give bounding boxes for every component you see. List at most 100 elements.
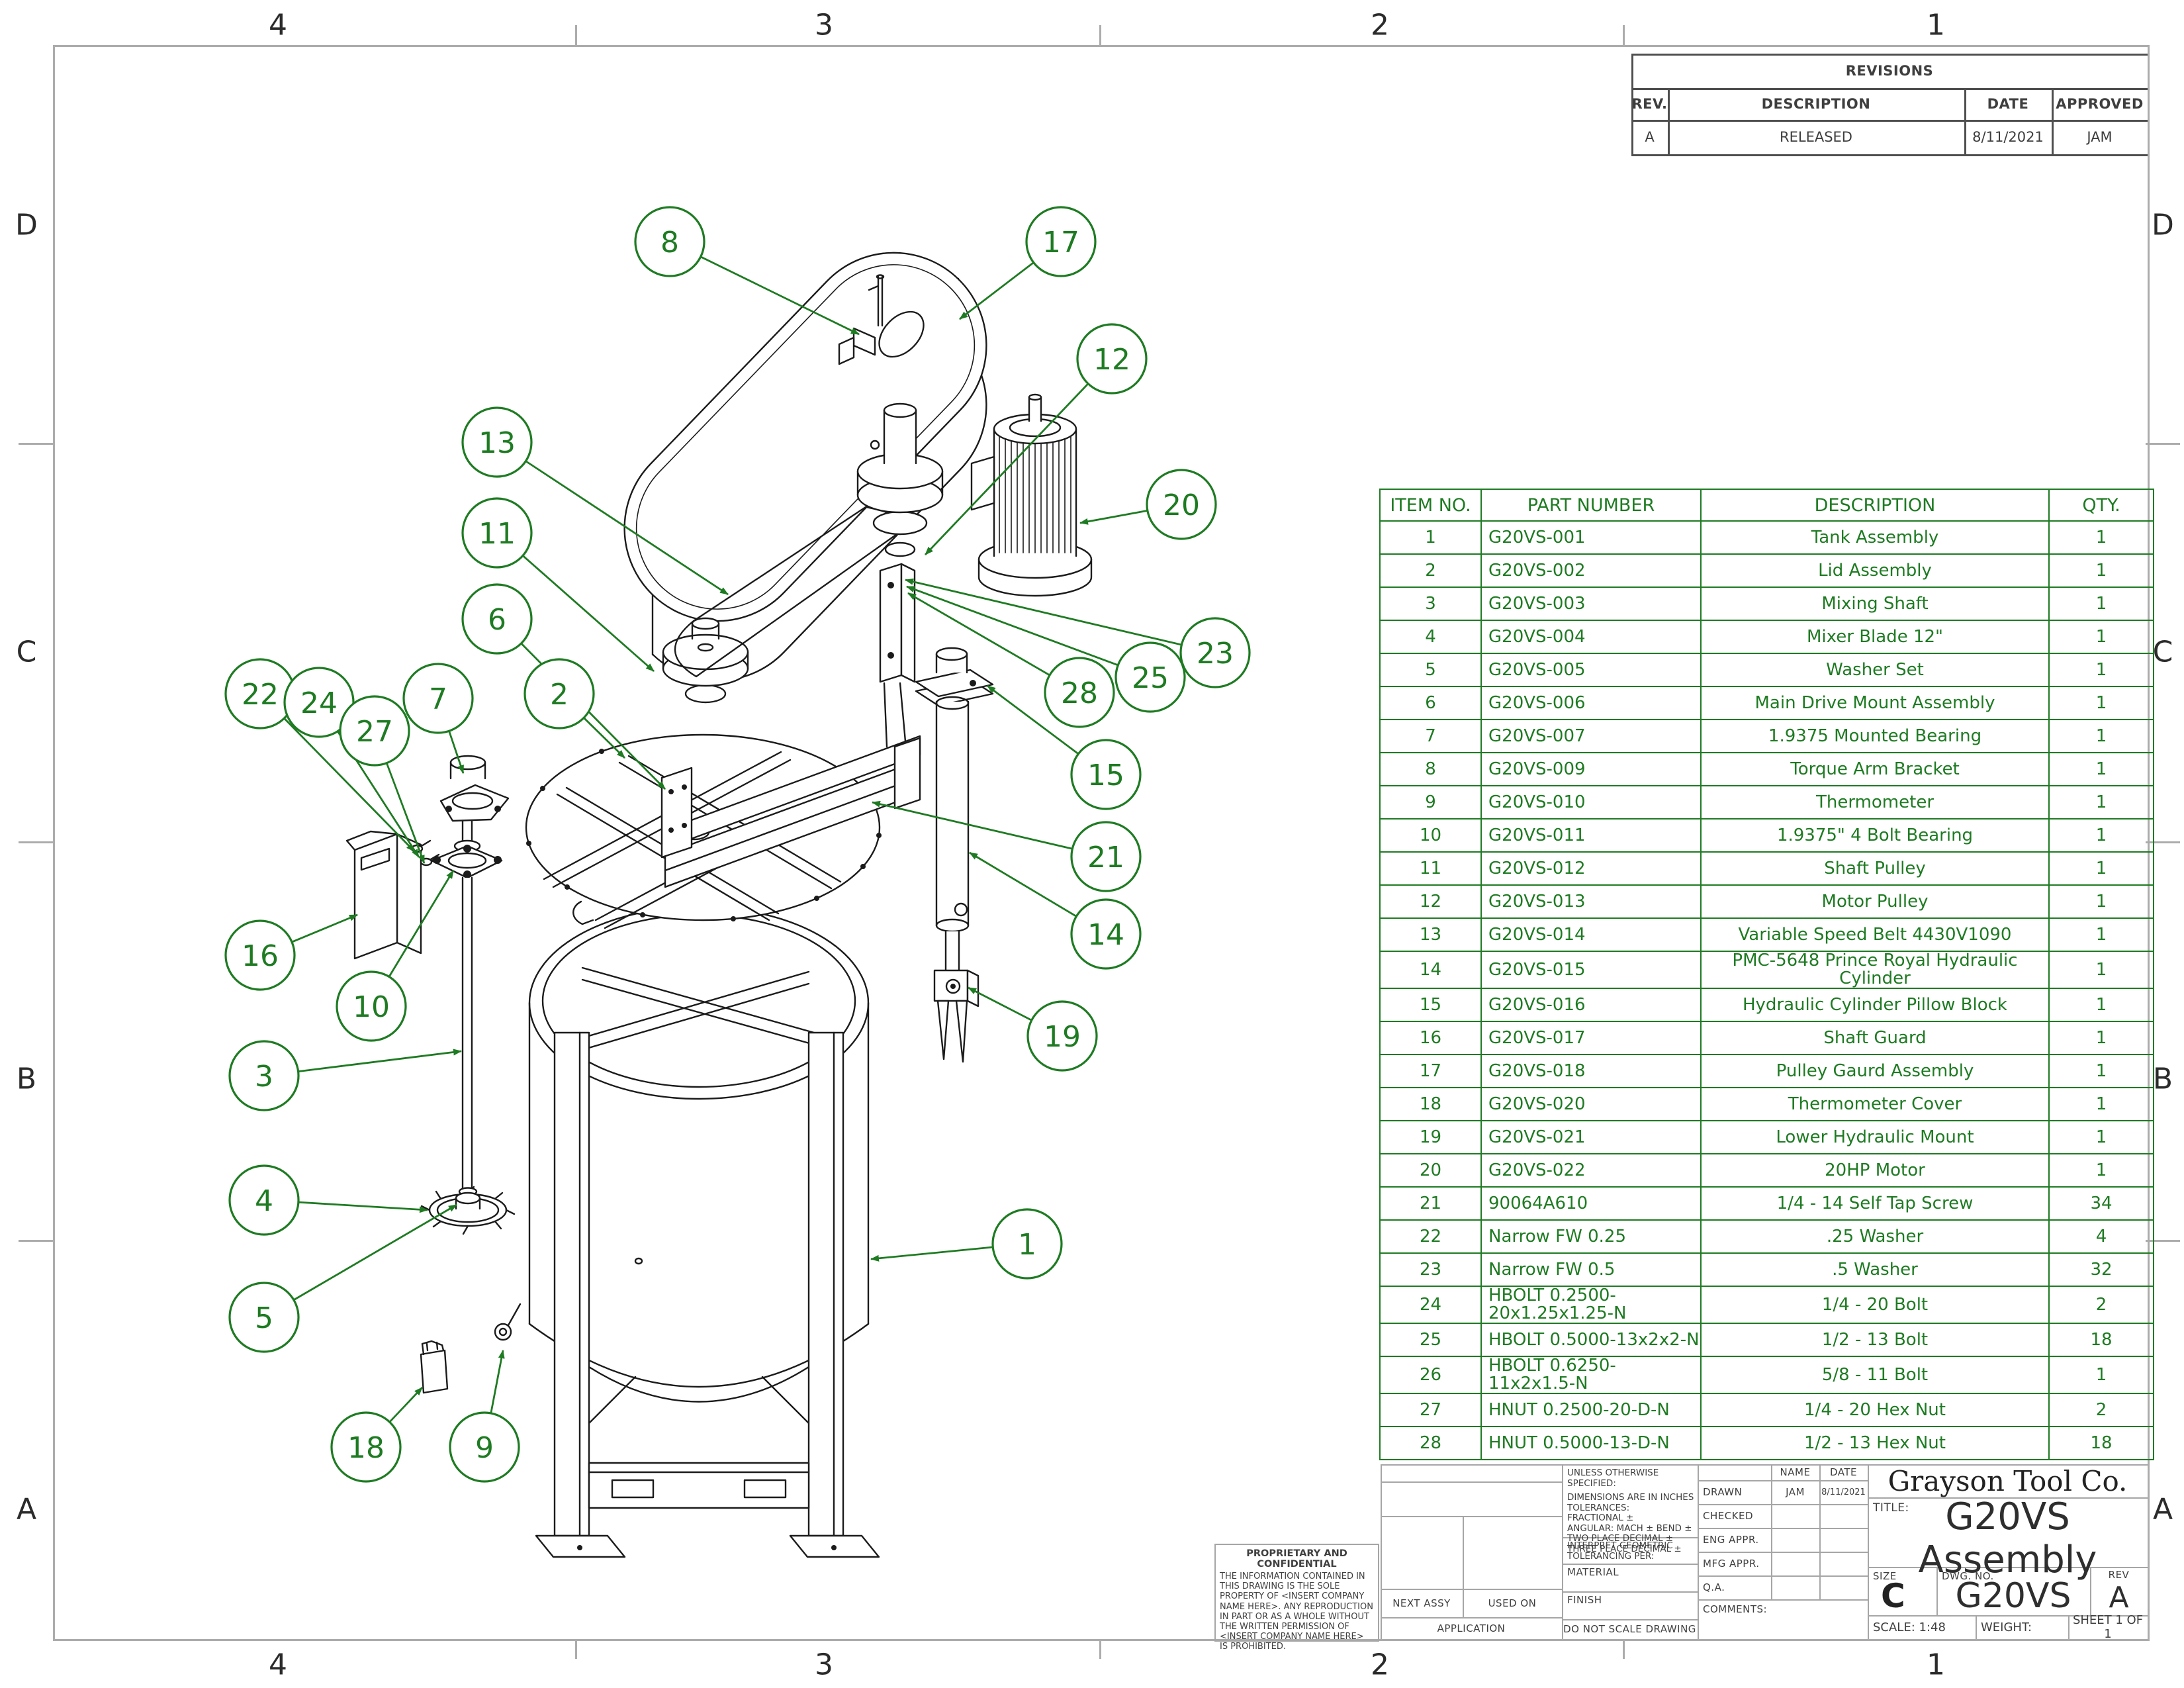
bom-item: 10 — [1379, 818, 1482, 853]
bom-qty: 1 — [2048, 951, 2154, 989]
balloon-20: 20 — [1079, 469, 1217, 540]
bom-description: 20HP Motor — [1700, 1153, 2050, 1188]
bom-description: .5 Washer — [1700, 1252, 2050, 1287]
zone-tick — [19, 841, 53, 843]
bom-item: 11 — [1379, 851, 1482, 886]
zone-tick — [1623, 1639, 1625, 1659]
bom-part-number: HBOLT 0.2500-20x1.25x1.25-N — [1480, 1286, 1702, 1324]
balloon-number: 7 — [429, 682, 447, 716]
zone-label-top: 1 — [1927, 8, 1945, 42]
bom-part-number: G20VS-007 — [1480, 719, 1702, 753]
balloon-12: 12 — [924, 323, 1148, 555]
balloon-number: 14 — [1087, 918, 1124, 952]
approval-name — [1771, 1528, 1819, 1552]
zone-label-right: A — [2152, 1492, 2173, 1526]
balloon-number: 18 — [347, 1431, 385, 1465]
bom-description: 1/2 - 13 Hex Nut — [1700, 1426, 2050, 1460]
tolerance-line: DIMENSIONS ARE IN INCHES — [1567, 1492, 1694, 1503]
balloon-circle — [461, 497, 533, 569]
proprietary-body: THE INFORMATION CONTAINED IN THIS DRAWIN… — [1220, 1571, 1373, 1652]
tolerance-line: ANGULAR: MACH ± BEND ± — [1567, 1523, 1692, 1534]
balloon-number: 6 — [488, 603, 506, 637]
shaft-pulley — [662, 617, 749, 704]
bom-item: 23 — [1379, 1252, 1482, 1287]
bom-description: Mixing Shaft — [1700, 586, 2050, 621]
rev-value: A — [2109, 1580, 2129, 1615]
bom-description: Lid Assembly — [1700, 553, 2050, 588]
leader-line — [448, 730, 465, 774]
balloon-number: 27 — [356, 715, 393, 749]
motor-pulley — [856, 402, 944, 557]
zone-label-bottom: 2 — [1371, 1648, 1389, 1682]
leader-line — [385, 763, 426, 864]
balloon-number: 2 — [550, 678, 569, 712]
balloon-circle — [523, 658, 595, 729]
revision-rev: A — [1645, 129, 1655, 145]
torque-arm-bracket — [838, 274, 885, 365]
approval-label: ENG APPR. — [1703, 1534, 1759, 1546]
zone-label-right: B — [2152, 1062, 2173, 1096]
approval-label: MFG APPR. — [1703, 1558, 1760, 1570]
balloon-10: 10 — [336, 870, 455, 1042]
revision-description: RELEASED — [1780, 129, 1852, 145]
bom-qty: 1 — [2048, 1054, 2154, 1088]
bom-part-number: G20VS-021 — [1480, 1120, 1702, 1154]
bom-part-number: G20VS-020 — [1480, 1087, 1702, 1121]
leader-line — [924, 383, 1089, 555]
leader-line — [1079, 509, 1148, 525]
material-label: MATERIAL — [1567, 1566, 1619, 1578]
balloon-circle — [402, 663, 474, 734]
balloon-circle — [1076, 323, 1148, 395]
thermometer-cover — [420, 1340, 449, 1394]
zone-label-top: 2 — [1371, 8, 1389, 42]
balloon-number: 17 — [1042, 226, 1079, 259]
bom-item: 14 — [1379, 951, 1482, 989]
bom-qty: 1 — [2048, 785, 2154, 820]
balloon-number: 25 — [1132, 661, 1169, 695]
bom-description: Torque Arm Bracket — [1700, 752, 2050, 786]
leader-line — [870, 1246, 993, 1262]
pulley-guard — [623, 252, 987, 682]
bom-part-number: HBOLT 0.5000-13x2x2-N — [1480, 1323, 1702, 1357]
balloon-circle — [283, 667, 355, 738]
balloon-number: 23 — [1197, 637, 1234, 671]
approval-date — [1819, 1575, 1868, 1599]
balloon-circle — [228, 1040, 300, 1111]
bom-part-number: G20VS-017 — [1480, 1021, 1702, 1055]
zone-tick — [1099, 25, 1101, 45]
balloon-number: 3 — [255, 1060, 273, 1094]
tolerance-block: UNLESS OTHERWISE SPECIFIED: DIMENSIONS A… — [1567, 1468, 1694, 1554]
bom-header-desc: DESCRIPTION — [1700, 489, 2050, 522]
bom-qty: 1 — [2048, 917, 2154, 952]
leader-line — [906, 585, 1118, 667]
leader-line — [525, 460, 729, 596]
approval-date — [1819, 1552, 1868, 1575]
balloon-23: 23 — [905, 578, 1251, 688]
do-not-scale-label: DO NOT SCALE DRAWING — [1563, 1623, 1696, 1635]
balloon-1: 1 — [870, 1208, 1063, 1280]
approval-name — [1771, 1575, 1819, 1599]
balloon-number: 11 — [478, 517, 516, 551]
balloon-14: 14 — [969, 851, 1142, 970]
bom-qty: 1 — [2048, 719, 2154, 753]
balloon-number: 8 — [660, 226, 679, 259]
bom-item: 16 — [1379, 1021, 1482, 1055]
balloon-number: 1 — [1018, 1228, 1036, 1262]
zone-tick — [1623, 25, 1625, 45]
bom-qty: 1 — [2048, 1021, 2154, 1055]
balloon-circle — [339, 695, 410, 767]
bom-item: 1 — [1379, 520, 1482, 555]
balloon-circle — [1026, 1000, 1098, 1072]
mixer-blade — [420, 1186, 516, 1235]
bom-qty: 34 — [2048, 1186, 2154, 1221]
revisions-col-approved: APPROVED — [2056, 96, 2144, 112]
balloon-number: 4 — [255, 1184, 273, 1218]
